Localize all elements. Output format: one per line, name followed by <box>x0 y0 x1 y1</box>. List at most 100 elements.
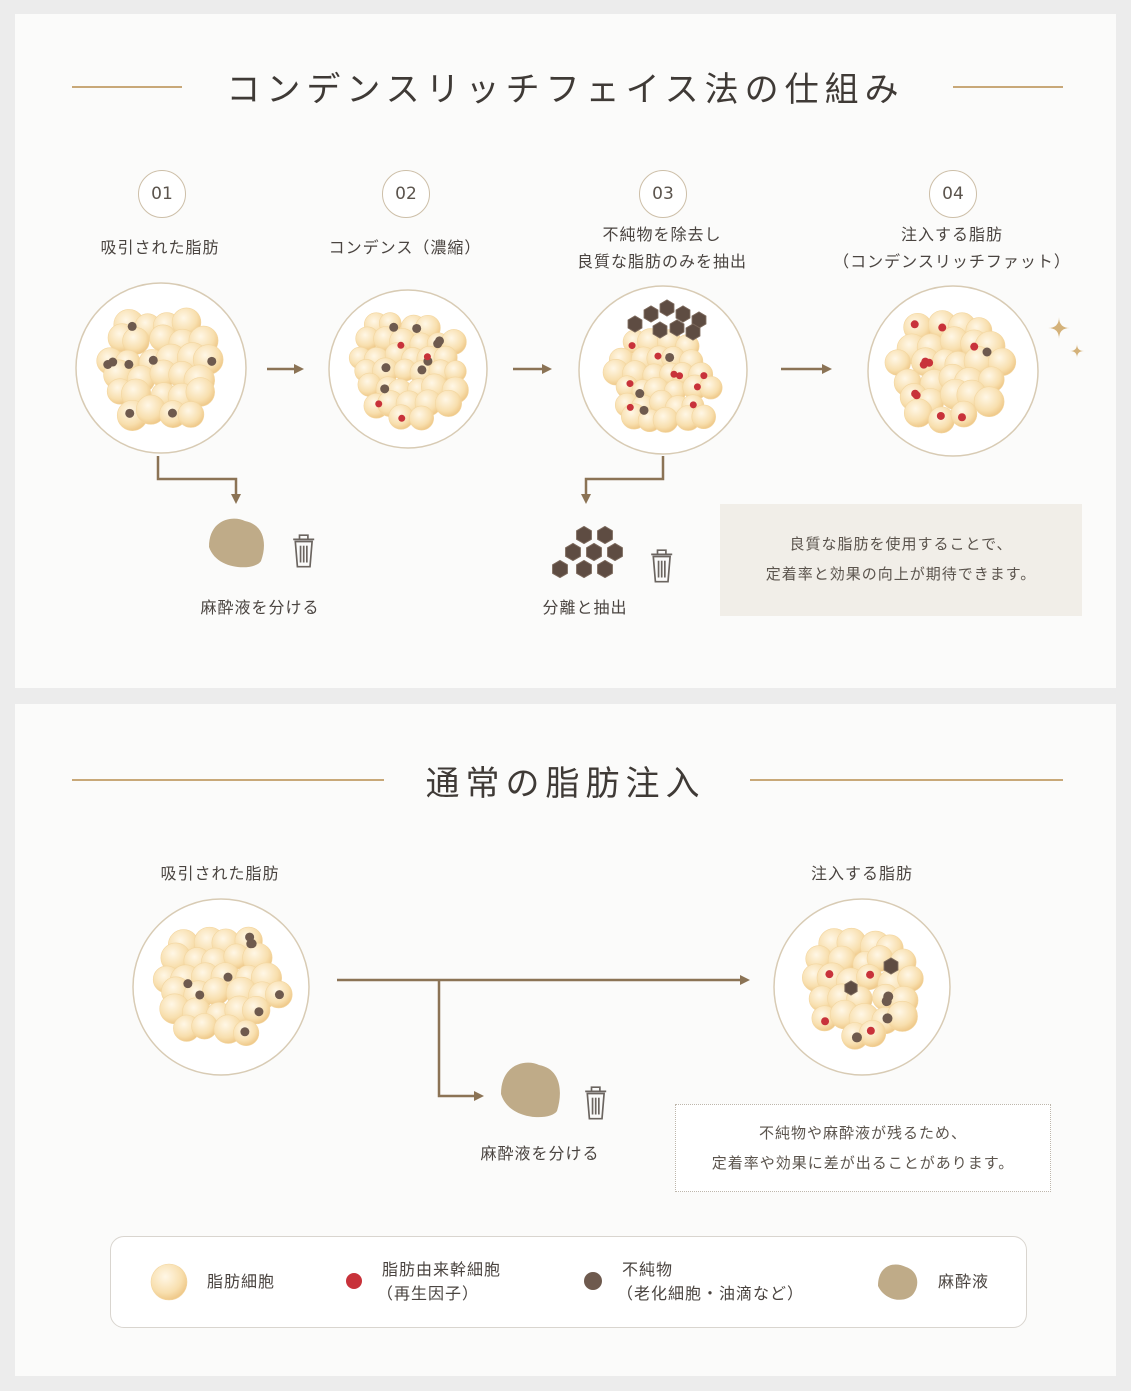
legend-stem-cell-line1: 脂肪由来幹細胞 <box>382 1260 502 1279</box>
stem-cell-dot <box>910 320 919 329</box>
impurity-hexagon <box>586 542 602 562</box>
stem-cell-dot <box>957 413 966 422</box>
impurity-dot <box>148 355 158 365</box>
stem-cell-dot <box>938 323 947 332</box>
right-label: 注入する脂肪 <box>810 864 913 883</box>
fat-cell <box>434 389 462 417</box>
arrow-discard-anesthetic <box>156 456 241 504</box>
stem-cell-dot <box>397 341 405 349</box>
stem-cell-dot <box>628 342 636 350</box>
title-rule-left <box>72 779 384 781</box>
fat-cell <box>150 1263 188 1301</box>
impurity-dot <box>167 408 177 418</box>
step-number-03: 03 <box>639 170 687 218</box>
stem-cell-dot <box>866 970 875 979</box>
legend-stem-cell-line2: （再生因子） <box>377 1284 480 1303</box>
step-label-01: 吸引された脂肪 <box>100 238 220 257</box>
title-rule-right <box>750 779 1063 781</box>
impurity-hexagon <box>643 305 659 323</box>
step-number-04: 04 <box>929 170 977 218</box>
stem-cell-dot <box>970 342 979 351</box>
warning-note-box: 不純物や麻酔液が残るため、 定着率や効果に差が出ることがあります。 <box>675 1104 1051 1192</box>
impurity-dot <box>108 357 118 367</box>
discard-label-separation: 分離と抽出 <box>542 598 628 617</box>
stem-cell-dot <box>866 1026 875 1035</box>
stem-cell-dot <box>375 400 383 408</box>
stem-cell-dot <box>626 403 634 411</box>
impurity-hexagon <box>659 299 675 317</box>
impurity-dot <box>223 972 233 982</box>
impurity-hexagon <box>675 305 691 323</box>
impurity-dot <box>389 322 399 332</box>
impurity-dot <box>246 939 256 949</box>
stem-cell-dot <box>911 389 920 398</box>
title-rule-right <box>953 86 1063 88</box>
arrow-discard-anesthetic <box>437 980 484 1101</box>
sparkle-icon <box>1048 317 1070 339</box>
legend-anesthetic-icon <box>878 1264 918 1300</box>
discard-label-anesthetic: 麻酔液を分ける <box>480 1144 600 1163</box>
fat-cell <box>699 376 723 400</box>
legend-impurity-line2: （老化細胞・油滴など） <box>617 1284 805 1303</box>
arrow-discard-impurity <box>581 456 665 504</box>
stem-cell-dot <box>689 401 697 409</box>
left-label: 吸引された脂肪 <box>160 864 280 883</box>
fat-cell <box>409 405 434 431</box>
impurity-hexagon <box>669 319 685 337</box>
impurity-dot <box>245 932 255 942</box>
legend-anesthetic: 麻酔液 <box>938 1272 990 1291</box>
stem-cell-dot <box>423 353 431 361</box>
fat-cell <box>903 398 933 428</box>
step-number-01: 01 <box>138 170 186 218</box>
impurity-dot <box>124 359 134 369</box>
benefit-note-box: 良質な脂肪を使用することで、 定着率と効果の向上が期待できます。 <box>720 504 1082 616</box>
fat-cell <box>191 1013 218 1040</box>
step-number-02: 02 <box>382 170 430 218</box>
stem-cell-dot <box>398 414 406 422</box>
impurity-hexagon <box>576 559 592 579</box>
impurity-dot <box>412 323 422 333</box>
stem-cell-dot <box>825 970 834 979</box>
legend-stem-cell-icon <box>346 1273 362 1289</box>
fat-cell <box>202 977 231 1006</box>
benefit-note-line2: 定着率と効果の向上が期待できます。 <box>765 565 1037 583</box>
impurity-dot <box>635 389 645 399</box>
impurity-hexagon <box>685 323 701 341</box>
impurity-hexagon <box>652 321 668 339</box>
legend: 脂肪細胞 脂肪由来幹細胞 （再生因子） 不純物 （老化細胞・油滴など） 麻酔液 <box>110 1236 1027 1328</box>
impurity-dot <box>882 1013 893 1024</box>
title-rule-left <box>72 86 182 88</box>
impurity-dot <box>435 336 445 346</box>
impurity-hexagon <box>597 525 613 545</box>
fat-cell <box>973 386 1005 417</box>
normal-injection-panel: 通常の脂肪注入 吸引された脂肪 注入する脂肪 麻酔液を分ける 不純物や麻酔液が残… <box>15 704 1116 1376</box>
impurity-dot <box>125 408 135 418</box>
section-title: 通常の脂肪注入 <box>425 764 706 804</box>
impurity-dot <box>380 384 390 394</box>
stem-cell-dot <box>670 370 678 378</box>
impurity-dot <box>417 365 427 375</box>
impurity-hexagon <box>552 559 568 579</box>
impurity-dot <box>127 321 137 331</box>
legend-icons <box>150 1263 918 1301</box>
anesthetic-blob <box>209 518 264 568</box>
step-label-03-line1: 不純物を除去し <box>602 225 722 244</box>
fat-cell <box>928 406 955 434</box>
warning-note-line2: 定着率や効果に差が出ることがあります。 <box>711 1154 1015 1172</box>
impurity-hexagon <box>597 559 613 579</box>
step-label-04-line1: 注入する脂肪 <box>900 225 1003 244</box>
legend-fat-cell: 脂肪細胞 <box>207 1272 276 1291</box>
legend-impurity-line1: 不純物 <box>622 1260 674 1279</box>
stem-cell-dot <box>936 411 945 420</box>
impurity-dot <box>195 990 205 1000</box>
impurity-dot <box>851 1032 862 1043</box>
step-label-04-line2: （コンデンスリッチファット） <box>833 252 1071 271</box>
impurity-dot <box>274 990 284 1000</box>
stem-cell-dot <box>693 383 701 391</box>
impurity-dot <box>240 1027 250 1037</box>
fat-cell <box>652 406 679 433</box>
step-label-02: コンデンス（濃縮） <box>328 238 482 257</box>
trash-icon <box>585 1086 607 1120</box>
impurity-hexagon <box>844 980 858 996</box>
anesthetic-blob <box>501 1062 560 1118</box>
